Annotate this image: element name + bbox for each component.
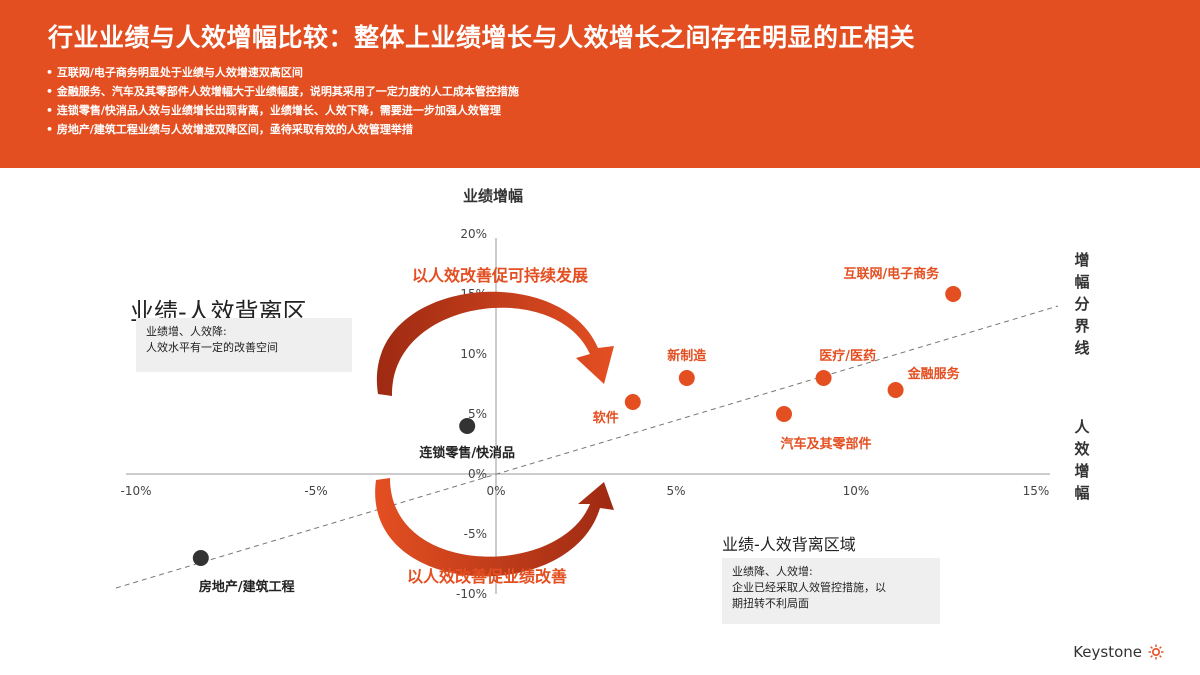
boundary-line-label: 增幅分界线	[1074, 251, 1089, 357]
data-point-label: 汽车及其零部件	[780, 436, 871, 452]
x-axis-label-char: 人	[1074, 418, 1090, 436]
x-tick-label: -10%	[120, 484, 151, 498]
data-point-label: 医疗/医药	[819, 348, 876, 364]
data-point-label: 软件	[593, 410, 619, 426]
boundary-label-char: 增	[1074, 251, 1089, 269]
bottom-cycle-arrow	[375, 478, 614, 577]
summary-bullet: 房地产/建筑工程业绩与人效增速双降区间，亟待采取有效的人效管理举措	[46, 120, 519, 139]
summary-list: 互联网/电子商务明显处于业绩与人效增速双高区间 金融服务、汽车及其零部件人效增幅…	[46, 63, 519, 139]
bottom-arrow-label: 以人效改善促业绩改善	[407, 567, 567, 586]
upper-left-zone-note: 业绩增、人效降: 人效水平有一定的改善空间	[136, 318, 352, 372]
note-line: 期扭转不利局面	[732, 597, 809, 610]
data-point-label: 互联网/电子商务	[843, 266, 940, 282]
y-axis-label: 业绩增幅	[463, 187, 523, 205]
y-tick-label: 0%	[468, 467, 487, 481]
x-tick-label: 5%	[666, 484, 685, 498]
data-point	[945, 286, 962, 302]
top-cycle-arrow	[376, 291, 614, 396]
x-axis-label-char: 增	[1074, 462, 1089, 480]
page-title: 行业业绩与人效增幅比较：整体上业绩增长与人效增长之间存在明显的正相关	[48, 23, 916, 52]
data-point-label: 新制造	[667, 348, 707, 364]
y-tick-label: 5%	[468, 407, 487, 421]
data-point	[887, 382, 904, 398]
lower-right-zone-title: 业绩-人效背离区域	[722, 535, 856, 554]
y-tick-label: 20%	[460, 227, 487, 241]
data-point	[776, 406, 792, 422]
data-point	[459, 418, 476, 434]
summary-bullet: 互联网/电子商务明显处于业绩与人效增速双高区间	[46, 63, 519, 82]
keystone-logo: Keystone	[1073, 643, 1164, 661]
boundary-dashed-line	[115, 305, 1059, 589]
y-tick-label: -10%	[456, 587, 487, 601]
x-tick-label: 15%	[1023, 484, 1050, 498]
data-point-label: 连锁零售/快消品	[419, 445, 515, 461]
y-tick-label: 10%	[460, 347, 487, 361]
top-arrow-label: 以人效改善促可持续发展	[412, 266, 589, 285]
data-point	[815, 370, 832, 386]
boundary-label-char: 界	[1074, 317, 1089, 335]
scatter-chart: -10%-5%0%5%10%15%20%15%10%5%0%-5%-10%业绩增…	[115, 187, 1090, 601]
logo-text: Keystone	[1073, 643, 1142, 661]
x-axis-label: 人效增幅	[1074, 418, 1090, 502]
boundary-label-char: 线	[1074, 339, 1089, 357]
x-tick-label: -5%	[304, 484, 327, 498]
boundary-label-char: 幅	[1074, 273, 1089, 291]
header-banner: 行业业绩与人效增幅比较：整体上业绩增长与人效增长之间存在明显的正相关 互联网/电…	[0, 0, 1200, 168]
note-line: 企业已经采取人效管控措施，以	[732, 581, 886, 594]
x-tick-label: 0%	[486, 484, 505, 498]
summary-bullet: 连锁零售/快消品人效与业绩增长出现背离，业绩增长、人效下降，需要进一步加强人效管…	[46, 101, 519, 120]
data-point-label: 金融服务	[907, 366, 961, 382]
x-tick-label: 10%	[843, 484, 870, 498]
boundary-label-char: 分	[1074, 295, 1089, 313]
data-point	[192, 550, 209, 566]
note-line: 人效水平有一定的改善空间	[146, 341, 278, 354]
lower-right-zone-note: 业绩降、人效增: 企业已经采取人效管控措施，以 期扭转不利局面	[722, 558, 940, 624]
x-axis-label-char: 效	[1074, 440, 1090, 458]
x-axis-label-char: 幅	[1074, 484, 1089, 502]
note-line: 业绩降、人效增:	[732, 565, 813, 578]
summary-bullet: 金融服务、汽车及其零部件人效增幅大于业绩幅度，说明其采用了一定力度的人工成本管控…	[46, 82, 519, 101]
data-point-label: 房地产/建筑工程	[199, 579, 295, 595]
data-point	[624, 394, 641, 410]
y-tick-label: -5%	[464, 527, 487, 541]
note-line: 业绩增、人效降:	[146, 325, 227, 338]
data-point	[678, 370, 695, 386]
sun-icon	[1148, 644, 1164, 660]
